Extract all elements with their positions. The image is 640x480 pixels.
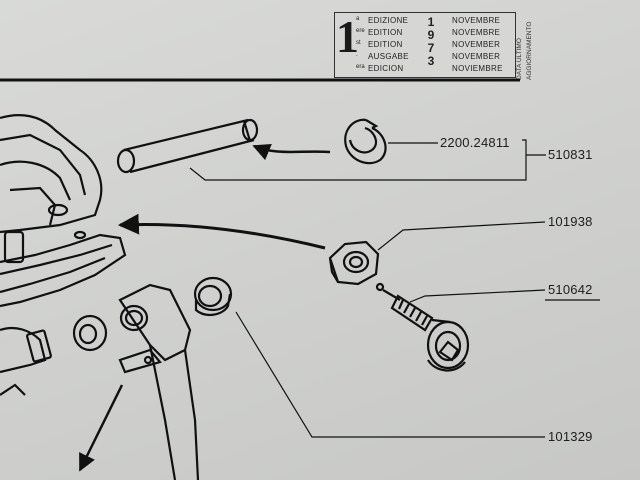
edition-ordinal: 1 bbox=[336, 11, 359, 62]
edition-month: NOVIEMBRE bbox=[452, 64, 503, 73]
nut-arrow bbox=[117, 213, 326, 250]
edition-year: 1 9 7 3 bbox=[424, 16, 438, 68]
edition-label: EDIZIONE bbox=[368, 16, 409, 25]
edition-month: NOVEMBER bbox=[452, 40, 501, 49]
throttle-lever bbox=[118, 283, 200, 480]
assembly-arrow bbox=[78, 384, 124, 472]
edition-month: NOVEMBER bbox=[452, 52, 501, 61]
part-number-label: 510831 bbox=[548, 147, 593, 162]
ordinal-suffix: a bbox=[356, 16, 360, 22]
edition-label: EDITION bbox=[368, 28, 403, 37]
hex-nut-drawing bbox=[328, 240, 380, 286]
edition-label: AUSGABE bbox=[368, 52, 409, 61]
edition-month: NOVEMBRE bbox=[452, 28, 501, 37]
part-number-label: 101938 bbox=[548, 214, 593, 229]
ordinal-suffix: . bbox=[356, 52, 358, 58]
year-digit: 3 bbox=[427, 54, 435, 68]
part-number-label: 2200.24811 bbox=[440, 135, 510, 150]
washer-101329-drawing bbox=[193, 276, 233, 316]
part-number-label: 101329 bbox=[548, 429, 593, 444]
leader-lines bbox=[189, 139, 600, 438]
bushing-drawing bbox=[72, 314, 108, 352]
circlip-drawing bbox=[344, 118, 387, 165]
ordinal-suffix: era bbox=[356, 64, 365, 70]
year-digit: 9 bbox=[427, 28, 435, 42]
adjusting-screw-drawing bbox=[375, 282, 470, 372]
circlip-arrow bbox=[252, 143, 331, 161]
edition-label: EDICION bbox=[368, 64, 404, 73]
edition-month: NOVEMBRE bbox=[452, 16, 501, 25]
pin-shaft-drawing bbox=[116, 118, 259, 174]
year-digit: 7 bbox=[427, 41, 435, 55]
year-digit: 1 bbox=[427, 15, 435, 29]
ordinal-suffix: st bbox=[356, 40, 361, 46]
part-number-label: 510642 bbox=[548, 282, 593, 297]
ordinal-suffix: ere bbox=[356, 28, 365, 34]
edition-box bbox=[334, 12, 516, 78]
carburettor-body bbox=[0, 114, 127, 396]
edition-label: EDITION bbox=[368, 40, 403, 49]
